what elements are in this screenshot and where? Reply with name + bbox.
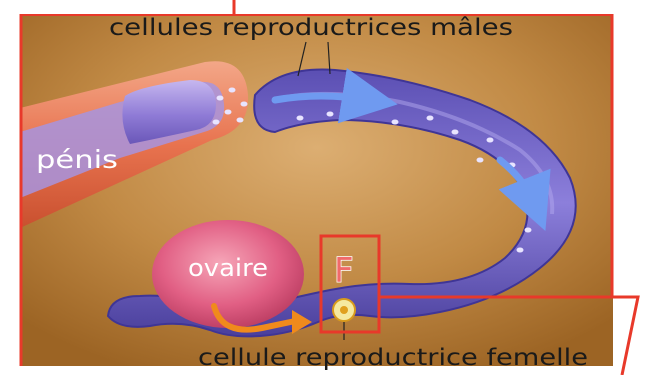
label-female-cell: cellule reproductrice femelle bbox=[198, 345, 588, 371]
label-marker: F bbox=[334, 251, 354, 291]
top-band bbox=[0, 0, 646, 16]
label-ovary: ovaire bbox=[188, 254, 268, 282]
blue-arrow-1 bbox=[275, 96, 370, 100]
label-penis: pénis bbox=[36, 145, 118, 174]
label-male-cells: cellules reproductrices mâles bbox=[109, 15, 513, 41]
